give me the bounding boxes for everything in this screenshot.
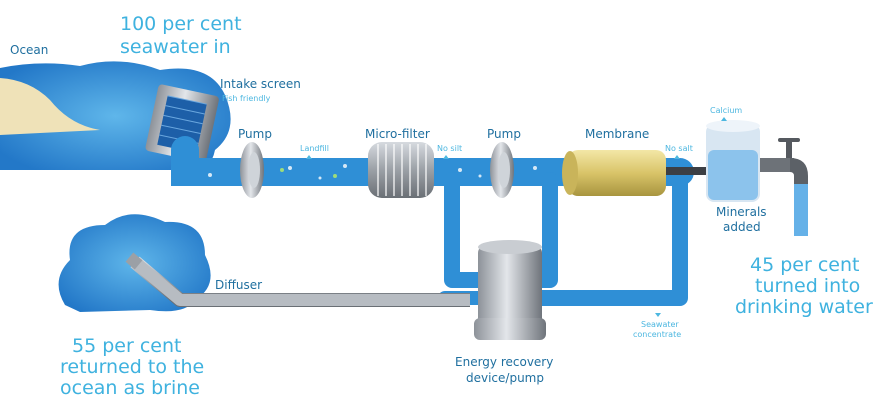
no-silt-label: No silt <box>437 144 462 153</box>
landfill-label: Landfill <box>300 144 329 153</box>
mineral-tank-icon <box>706 120 760 202</box>
brine-line2: returned to the <box>60 356 204 378</box>
diffuser-pipe <box>125 252 470 307</box>
no-silt-arrow-icon <box>443 155 449 159</box>
drinking-water-line3: drinking water <box>735 296 873 318</box>
pump-2-label: Pump <box>487 127 521 141</box>
membrane-label: Membrane <box>585 127 649 141</box>
minerals-added-line2: added <box>723 220 761 234</box>
ocean-label: Ocean <box>10 43 48 57</box>
minerals-added-line1: Minerals <box>716 205 767 219</box>
micro-filter-label: Micro-filter <box>365 127 430 141</box>
seawater-concentrate-line1: Seawater <box>641 320 679 329</box>
seawater-in-line2: seawater in <box>120 36 231 58</box>
drinking-water-line1: 45 per cent <box>750 254 859 276</box>
pump-2-icon <box>490 142 514 198</box>
pump-1-icon <box>240 142 264 198</box>
drinking-water-line2: turned into <box>755 275 860 297</box>
water-pipes <box>171 136 694 306</box>
energy-recovery-line1: Energy recovery <box>455 355 553 369</box>
calcium-label: Calcium <box>710 106 742 115</box>
no-salt-label: No salt <box>665 144 693 153</box>
seawater-concentrate-line2: concentrate <box>633 330 681 339</box>
membrane-icon <box>562 150 666 196</box>
seawater-in-line1: 100 per cent <box>120 13 242 35</box>
pump-1-label: Pump <box>238 127 272 141</box>
landfill-arrow-icon <box>306 155 312 159</box>
brine-line3: ocean as brine <box>60 377 200 399</box>
energy-recovery-line2: device/pump <box>466 371 544 385</box>
intake-screen-label: Intake screen <box>220 77 301 91</box>
brine-line1: 55 per cent <box>72 335 181 357</box>
intake-screen-icon <box>145 84 219 163</box>
faucet-icon <box>760 138 808 236</box>
no-salt-arrow-icon <box>674 155 680 159</box>
product-pipe <box>666 167 710 175</box>
fish-friendly-label: Fish friendly <box>222 94 271 103</box>
diffuser-label: Diffuser <box>215 278 262 292</box>
calcium-arrow-icon <box>721 117 727 121</box>
concentrate-arrow-icon <box>655 313 661 317</box>
energy-recovery-device-icon <box>474 240 546 340</box>
micro-filter-icon <box>368 142 434 198</box>
